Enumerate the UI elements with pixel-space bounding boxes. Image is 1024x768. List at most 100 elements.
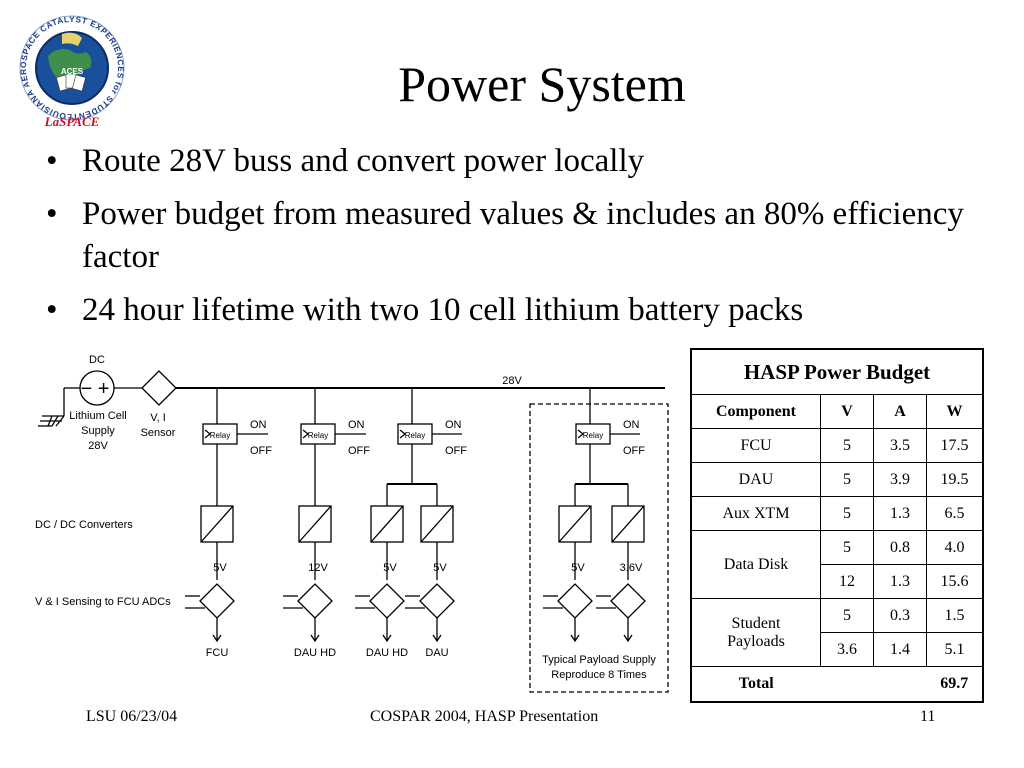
column-header: Component — [690, 394, 821, 429]
column-header: A — [873, 394, 927, 429]
sensing-diamond — [557, 583, 593, 619]
sensing-diamond — [610, 583, 646, 619]
power-budget-table: HASP Power Budget Component V A W FCU 5 … — [690, 348, 984, 703]
branch-load-label: DAU HD — [366, 647, 408, 659]
cell-v: 3.6 — [820, 632, 874, 667]
cell-v: 5 — [820, 598, 874, 633]
payload-box — [529, 403, 669, 693]
total-row: Total 69.7 — [691, 666, 983, 703]
cell-component: Data Disk — [690, 530, 821, 599]
sensing-label: V & I Sensing to FCU ADCs — [35, 596, 171, 608]
cell-a: 0.3 — [873, 598, 927, 633]
bullet-list: • Route 28V buss and convert power locall… — [42, 140, 1002, 342]
footer-page-number: 11 — [920, 708, 936, 725]
relay-off-label: OFF — [445, 445, 467, 457]
relay-label: Relay — [405, 431, 425, 440]
cell-v: 5 — [820, 530, 874, 565]
bullet-text: 24 hour lifetime with two 10 cell lithiu… — [82, 292, 804, 328]
relay-on-label: ON — [445, 419, 462, 431]
battery-label-line: 28V — [88, 440, 108, 452]
cell-v: 5 — [820, 462, 874, 497]
bullet-text: Route 28V buss and convert power locally — [82, 143, 645, 179]
payload-note-line: Reproduce 8 Times — [551, 669, 647, 681]
footer-center: COSPAR 2004, HASP Presentation — [370, 708, 599, 725]
cell-a: 3.9 — [873, 462, 927, 497]
cell-v: 12 — [820, 564, 874, 599]
total-value: 69.7 — [940, 675, 969, 692]
component-name-line: Payloads — [727, 632, 785, 650]
converters-label: DC / DC Converters — [35, 519, 133, 531]
cell-a: 1.4 — [873, 632, 927, 667]
sensing-diamond — [419, 583, 455, 619]
relay-on-label: ON — [348, 419, 365, 431]
branch-voltage-label: 5V — [433, 562, 447, 574]
branch-column: 12V DAU HD — [283, 505, 336, 659]
cell-a: 0.8 — [873, 530, 927, 565]
cell-v: 5 — [820, 428, 874, 463]
bullet-icon: • — [46, 143, 58, 179]
branch-voltage-label: 5V — [383, 562, 397, 574]
cell-component: FCU — [690, 428, 821, 463]
cell-w: 5.1 — [926, 632, 984, 667]
branch-column: 5V DAU — [405, 505, 455, 659]
dc-label: DC — [89, 354, 105, 366]
bullet-text: Power budget from measured values & incl… — [82, 196, 964, 275]
cell-a: 3.5 — [873, 428, 927, 463]
branch-voltage-label: 3.6V — [620, 562, 643, 574]
bullet-icon: • — [46, 196, 58, 232]
sensing-diamond — [297, 583, 333, 619]
table-row: 12 1.3 15.6 — [691, 564, 984, 599]
payload-note-line: Typical Payload Supply — [542, 654, 656, 666]
relay-off-label: OFF — [250, 445, 272, 457]
branch-load-label: DAU — [425, 647, 448, 659]
branch-voltage-label: 12V — [308, 562, 328, 574]
column-header: W — [926, 394, 984, 429]
battery-label-line: Supply — [81, 425, 115, 437]
sensing-diamond — [199, 583, 235, 619]
branch-column: 3.6V — [596, 505, 646, 643]
relay-payload: Relay ON OFF — [574, 388, 645, 506]
relay-on-label: ON — [250, 419, 267, 431]
table-caption: HASP Power Budget — [690, 348, 984, 395]
cell-w: 1.5 — [926, 598, 984, 633]
battery-label-line: Lithium Cell — [69, 410, 126, 422]
branch-column: 5V — [543, 505, 593, 643]
relay-dau: Relay ON OFF — [386, 388, 467, 506]
cell-v: 5 — [820, 496, 874, 531]
sensor-label-line: Sensor — [141, 427, 176, 439]
column-header: V — [820, 394, 874, 429]
cell-component: Aux XTM — [690, 496, 821, 531]
relay-dau-hd: Relay ON OFF — [300, 388, 370, 506]
relay-label: Relay — [210, 431, 230, 440]
footer-left: LSU 06/23/04 — [86, 708, 178, 725]
bullet-item: • Power budget from measured values & inc… — [42, 193, 1002, 279]
relay-off-label: OFF — [348, 445, 370, 457]
logo-inner-text: ACES — [61, 67, 84, 76]
table-row: DAU 5 3.9 19.5 — [690, 462, 984, 497]
relay-label: Relay — [308, 431, 328, 440]
relay-on-label: ON — [623, 419, 640, 431]
branch-load-label: FCU — [206, 647, 229, 659]
sensor-symbol — [141, 370, 177, 406]
cell-a: 1.3 — [873, 564, 927, 599]
cell-w: 4.0 — [926, 530, 984, 565]
cell-w: 19.5 — [926, 462, 984, 497]
slide-title: Power System — [398, 56, 686, 112]
cell-w: 17.5 — [926, 428, 984, 463]
bus-label: 28V — [502, 375, 522, 387]
sensor-label-line: V, I — [150, 412, 166, 424]
table-row: Data Disk 5 0.8 4.0 — [690, 530, 984, 599]
branch-column: 5V DAU HD — [355, 505, 408, 659]
power-distribution-diagram: − + DC 28V Lithium Cell Supply 28V V, I … — [35, 354, 669, 693]
bullet-item: • Route 28V buss and convert power locall… — [42, 140, 1002, 183]
component-name-line: Student — [731, 614, 781, 632]
cell-w: 15.6 — [926, 564, 984, 599]
branch-load-label: DAU HD — [294, 647, 336, 659]
laspace-logo: LOUISIANA AEROSPACE CATALYST EXPERIENCES… — [14, 8, 125, 129]
table-row: Aux XTM 5 1.3 6.5 — [690, 496, 984, 531]
cell-a: 1.3 — [873, 496, 927, 531]
cell-component: DAU — [690, 462, 821, 497]
